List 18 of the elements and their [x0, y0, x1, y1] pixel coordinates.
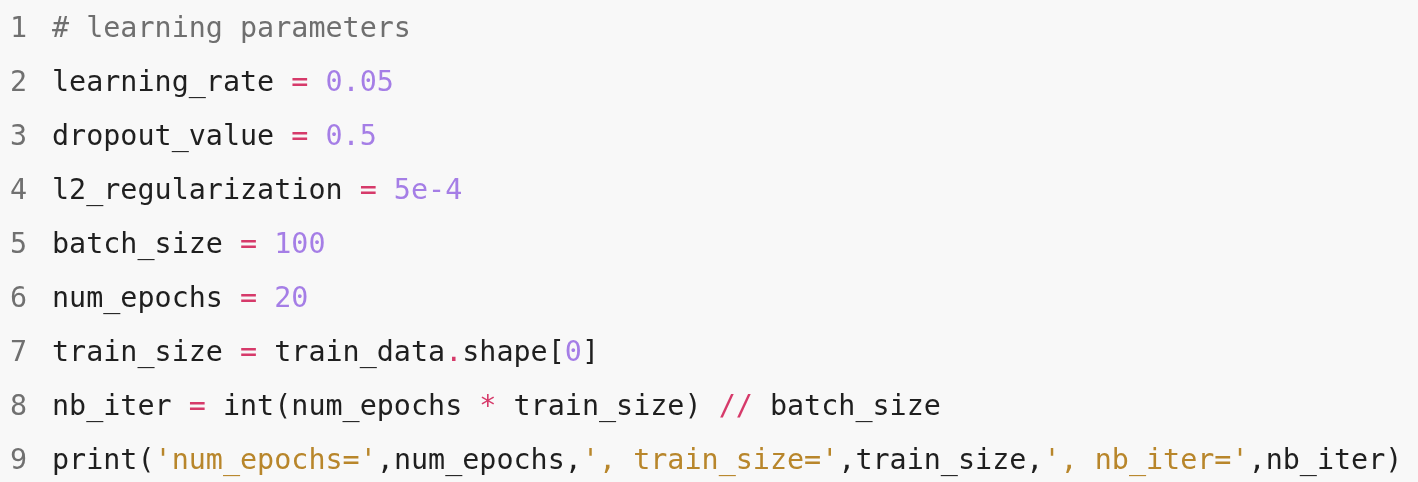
- line-number: 2: [10, 65, 28, 99]
- code-line: print('num_epochs=',num_epochs,', train_size=',train_size,', nb_iter=',nb_iter): [52, 443, 1403, 477]
- line-number: 4: [10, 173, 28, 207]
- line-number: 5: [10, 227, 28, 261]
- code-line: learning_rate = 0.05: [52, 65, 394, 99]
- code-line: batch_size = 100: [52, 227, 326, 261]
- code-line: # learning parameters: [52, 11, 411, 45]
- code-line: num_epochs = 20: [52, 281, 309, 315]
- code-line: nb_iter = int(num_epochs * train_size) // batch_size: [52, 389, 941, 423]
- line-number: 8: [10, 389, 28, 423]
- line-number: 7: [10, 335, 28, 369]
- line-number: 6: [10, 281, 28, 315]
- line-number: 9: [10, 443, 28, 477]
- code-line: dropout_value = 0.5: [52, 119, 377, 153]
- code-line: l2_regularization = 5e-4: [52, 173, 463, 207]
- code-line: train_size = train_data.shape[0]: [52, 335, 599, 369]
- line-number: 3: [10, 119, 28, 153]
- line-number: 1: [10, 11, 28, 45]
